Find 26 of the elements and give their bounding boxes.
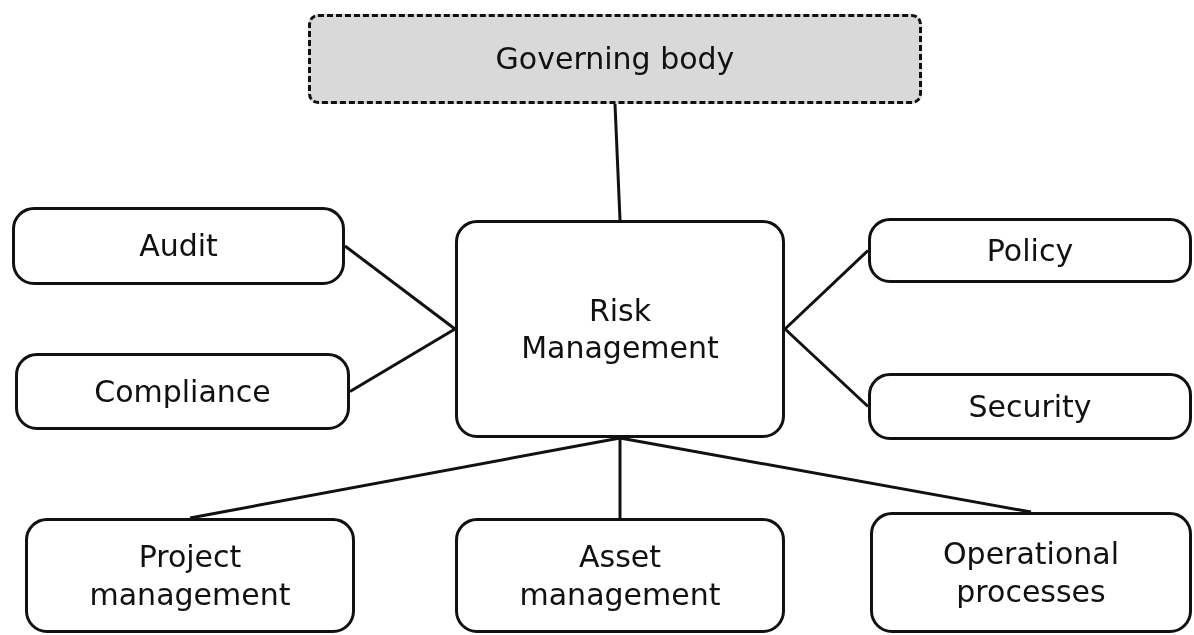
- rounded-box: [12, 207, 345, 285]
- node-label: Operational processes: [942, 535, 1120, 610]
- rounded-box: [868, 373, 1192, 440]
- dashed-box: [308, 14, 922, 104]
- node-label: Security: [968, 387, 1092, 426]
- rounded-box: [455, 220, 785, 438]
- connector-line: [344, 244, 456, 331]
- rounded-box: [455, 518, 785, 633]
- node-label: Project management: [88, 538, 292, 613]
- rounded-box: [15, 353, 350, 430]
- connector-line: [349, 327, 456, 393]
- connector-line: [783, 327, 870, 408]
- connector-line: [619, 436, 1032, 514]
- rounded-box: [870, 512, 1192, 633]
- node-label: Risk Management: [520, 291, 720, 367]
- rounded-box: [868, 218, 1192, 283]
- node-label: Governing body: [495, 40, 735, 78]
- node-label: Policy: [986, 231, 1074, 270]
- node-label: Audit: [139, 227, 218, 265]
- connector-line: [613, 103, 622, 221]
- node-label: Asset management: [518, 538, 722, 613]
- connector-line: [618, 438, 622, 518]
- connector-line: [189, 436, 621, 520]
- rounded-box: [25, 518, 355, 633]
- node-label: Compliance: [94, 372, 271, 411]
- connector-line: [783, 249, 870, 331]
